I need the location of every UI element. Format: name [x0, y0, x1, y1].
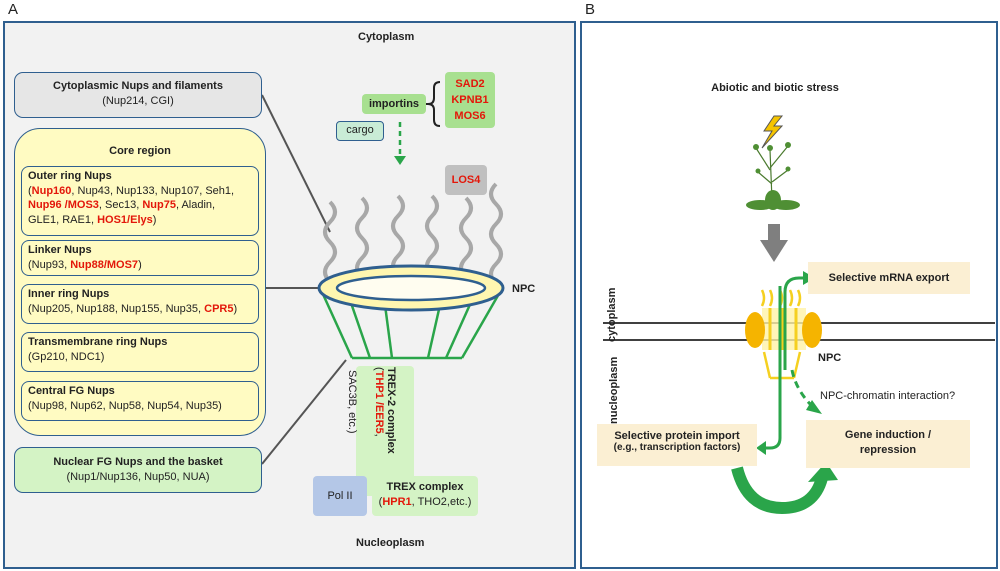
mos6-text: MOS6 [454, 110, 486, 122]
transmembrane-title: Transmembrane ring Nups [28, 336, 168, 348]
nup75-text: Nup75 [142, 199, 176, 212]
protein-import-line-1: Selective protein import [614, 430, 740, 442]
core-region-title: Core region [109, 145, 171, 157]
panel-b [580, 21, 998, 569]
nup88-text: Nup88/MOS7 [70, 258, 139, 271]
cytoplasmic-nups-title: Cytoplasmic Nups and filaments [53, 80, 223, 92]
nup160-text: Nup160 [31, 184, 72, 197]
nup96-text: Nup96 /MOS3 [28, 199, 99, 212]
hpr1-text: HPR1 [382, 496, 412, 508]
sad2-text: SAD2 [455, 78, 485, 90]
los4-box: LOS4 [445, 165, 487, 195]
trex-title: TREX complex [386, 481, 464, 493]
transmembrane-nups-box: Transmembrane ring Nups (Gp210, NDC1) [21, 332, 259, 372]
pol2-box: Pol II [313, 476, 367, 516]
inner-text-2: ) [233, 302, 238, 315]
central-fg-title: Central FG Nups [28, 385, 115, 397]
linker-nups-box: Linker Nups (Nup93, Nup88/MOS7) [21, 240, 259, 276]
outer-text-1: , Nup43, Nup133, Nup107, Seh1, [71, 184, 235, 197]
central-fg-detail: (Nup98, Nup62, Nup58, Nup54, Nup35) [28, 399, 222, 412]
npc-label-b: NPC [818, 352, 842, 364]
cytoplasmic-nups-box: Cytoplasmic Nups and filaments (Nup214, … [14, 72, 262, 118]
nuclear-fg-title: Nuclear FG Nups and the basket [53, 456, 223, 468]
mrna-export-box: Selective mRNA export [808, 262, 970, 294]
linker-text-1: (Nup93, [28, 258, 71, 271]
central-fg-nups-box: Central FG Nups (Nup98, Nup62, Nup58, Nu… [21, 381, 259, 421]
outer-text-2: , Sec13, [98, 199, 143, 212]
npc-label-a: NPC [512, 283, 536, 295]
gene-line-1: Gene induction / [844, 429, 932, 441]
inner-text-1: (Nup205, Nup188, Nup155, Nup35, [28, 302, 205, 315]
nucleoplasm-label-b: nucleoplasm [608, 356, 620, 424]
protein-import-box: Selective protein import (e.g., transcri… [597, 424, 757, 466]
outer-text-5: ) [152, 213, 157, 226]
inner-ring-nups-box: Inner ring Nups (Nup205, Nup188, Nup155,… [21, 284, 259, 324]
cpr5-text: CPR5 [204, 302, 234, 315]
nuclear-fg-nups-box: Nuclear FG Nups and the basket (Nup1/Nup… [14, 447, 262, 493]
cytoplasm-label-b: cytoplasm [606, 287, 618, 342]
cytoplasm-label-a: Cytoplasm [358, 31, 415, 43]
trex-detail: , THO2,etc.) [411, 496, 472, 508]
trex2-box [356, 366, 414, 496]
nucleoplasm-label-a: Nucleoplasm [356, 537, 425, 549]
hos1-text: HOS1/Elys [97, 213, 153, 226]
gene-line-2: repression [859, 444, 917, 456]
outer-ring-nups-box: Outer ring Nups (Nup160, Nup43, Nup133, … [21, 166, 259, 236]
panel-a-label: A [8, 1, 19, 18]
stress-label: Abiotic and biotic stress [711, 82, 839, 94]
inner-ring-title: Inner ring Nups [28, 288, 110, 300]
trex-box: TREX complex (HPR1, THO2,etc.) [372, 476, 478, 516]
sad2-kpnb1-mos6-box: SAD2 KPNB1 MOS6 [445, 72, 495, 128]
cargo-label: cargo [336, 121, 384, 141]
outer-text-4: GLE1, RAE1, [28, 213, 98, 226]
linker-title: Linker Nups [28, 244, 92, 256]
gene-induction-box: Gene induction / repression [806, 420, 970, 468]
kpnb1-text: KPNB1 [451, 94, 489, 106]
outer-ring-title: Outer ring Nups [28, 170, 112, 182]
nuclear-fg-detail: (Nup1/Nup136, Nup50, NUA) [66, 470, 210, 483]
outer-text-3: , Aladin, [175, 199, 216, 212]
panel-b-label: B [585, 1, 596, 18]
transmembrane-detail: (Gp210, NDC1) [28, 350, 105, 363]
linker-text-2: ) [138, 258, 142, 271]
cytoplasmic-nups-detail: (Nup214, CGI) [102, 94, 174, 107]
protein-import-line-2: (e.g., transcription factors) [613, 442, 741, 453]
chromatin-label: NPC-chromatin interaction? [820, 390, 956, 402]
importins-label: importins [362, 94, 426, 114]
